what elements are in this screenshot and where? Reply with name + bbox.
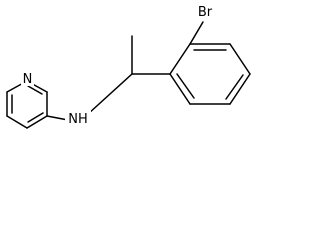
bond-c4-c5 <box>26 115 48 129</box>
chemical-structure: N NH Br <box>6 3 251 129</box>
pyridine-ring <box>6 80 48 129</box>
pyridine-nitrogen-label: N <box>23 72 33 87</box>
bromine-label: Br <box>198 5 213 20</box>
amine-nitrogen-label: NH <box>68 112 88 127</box>
bond-carbon-bromine <box>189 21 204 45</box>
atom-label-br: Br <box>193 3 217 20</box>
bond-pyridine-nh <box>46 115 69 121</box>
linker <box>46 35 171 121</box>
bond-a6-a1 <box>169 73 191 105</box>
double-bond-a6-a1 <box>176 73 195 99</box>
atom-label-nh: NH <box>65 110 91 127</box>
atom-label-pyridine-n: N <box>21 71 34 87</box>
double-bond-c4-c5 <box>27 112 44 123</box>
bromophenyl-ring <box>169 21 251 105</box>
double-bond-c6-n1 <box>27 85 43 95</box>
double-bond-a4-a5 <box>225 74 244 100</box>
bond-a1-a2 <box>169 43 191 75</box>
bond-nh-methine <box>87 73 133 115</box>
bond-c3-c4 <box>6 115 28 129</box>
bond-a3-a4 <box>229 43 251 75</box>
bond-a4-a5 <box>229 73 251 105</box>
